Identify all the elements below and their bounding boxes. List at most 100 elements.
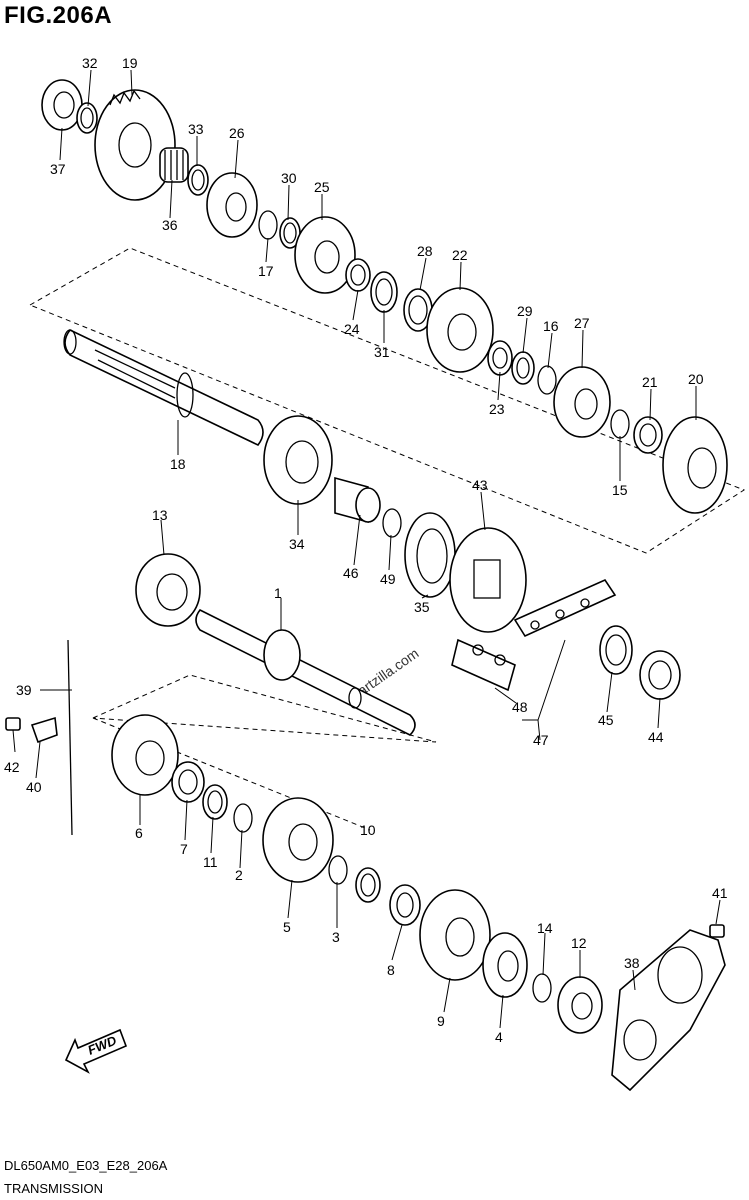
callout-28: 28 xyxy=(417,243,433,259)
part-10-washer xyxy=(355,867,381,903)
callout-15: 15 xyxy=(612,482,628,498)
callout-27: 27 xyxy=(574,315,590,331)
part-18-countershaft xyxy=(63,328,264,447)
callout-34: 34 xyxy=(289,536,305,552)
part-26-gear xyxy=(206,172,258,238)
part-5-gear xyxy=(262,797,334,883)
part-17-circlip xyxy=(258,210,278,240)
part-46-sleeve xyxy=(334,476,381,524)
part-8-bushing xyxy=(389,884,421,926)
part-22-gear xyxy=(426,287,494,373)
part-1-driveshaft xyxy=(195,608,416,736)
countershaft-group-box xyxy=(28,247,746,554)
part-13-bearing xyxy=(135,553,201,627)
fwd-arrow-icon: FWD xyxy=(64,1028,128,1074)
figure-subtitle: TRANSMISSION xyxy=(4,1181,103,1196)
callout-33: 33 xyxy=(188,121,204,137)
callout-17: 17 xyxy=(258,263,274,279)
callout-29: 29 xyxy=(517,303,533,319)
part-34-bearing xyxy=(263,415,333,505)
callout-47: 47 xyxy=(533,732,549,748)
part-43-sprocket xyxy=(449,527,527,633)
part-15-circlip xyxy=(610,409,630,439)
callout-22: 22 xyxy=(452,247,468,263)
part-25-gear xyxy=(294,216,356,294)
callout-13: 13 xyxy=(152,507,168,523)
callout-31: 31 xyxy=(374,344,390,360)
callout-49: 49 xyxy=(380,571,396,587)
part-36-needle-bearing xyxy=(159,147,189,183)
part-35-oil-seal xyxy=(404,512,456,598)
callout-44: 44 xyxy=(648,729,664,745)
callout-39: 39 xyxy=(16,682,32,698)
callout-40: 40 xyxy=(26,779,42,795)
part-41-bolt xyxy=(709,924,725,938)
callout-38: 38 xyxy=(624,955,640,971)
callout-16: 16 xyxy=(543,318,559,334)
part-12-bearing xyxy=(557,976,603,1034)
callouts: 1 2 3 4 5 6 7 8 9 10 11 12 13 14 15 16 1… xyxy=(4,55,728,1045)
callout-32: 32 xyxy=(82,55,98,71)
callout-25: 25 xyxy=(314,179,330,195)
callout-1: 1 xyxy=(274,585,282,601)
part-21-bushing xyxy=(633,416,663,454)
callout-30: 30 xyxy=(281,170,297,186)
callout-26: 26 xyxy=(229,125,245,141)
part-2-circlip xyxy=(233,803,253,833)
callout-23: 23 xyxy=(489,401,505,417)
callout-19: 19 xyxy=(122,55,138,71)
part-44-bushing xyxy=(639,650,681,700)
callout-36: 36 xyxy=(162,217,178,233)
callout-41: 41 xyxy=(712,885,728,901)
part-31-lock-washer xyxy=(370,271,398,313)
part-38-bearing-retainer xyxy=(611,929,726,1092)
part-37-bearing xyxy=(41,79,83,131)
part-33-washer xyxy=(187,164,209,196)
callout-46: 46 xyxy=(343,565,359,581)
part-48-master-link xyxy=(451,638,516,692)
callout-4: 4 xyxy=(495,1029,503,1045)
part-19-gear xyxy=(94,89,176,201)
figure-title: FIG.206A xyxy=(4,2,113,29)
part-47-chain xyxy=(513,578,617,638)
callout-45: 45 xyxy=(598,712,614,728)
callout-37: 37 xyxy=(50,161,66,177)
callout-8: 8 xyxy=(387,962,395,978)
callout-14: 14 xyxy=(537,920,553,936)
part-45-washer xyxy=(599,625,633,675)
part-27-gear xyxy=(553,366,611,438)
callout-2: 2 xyxy=(235,867,243,883)
part-49-o-ring xyxy=(382,508,402,538)
callout-21: 21 xyxy=(642,374,658,390)
part-16-circlip xyxy=(537,365,557,395)
callout-5: 5 xyxy=(283,919,291,935)
part-42-bolt xyxy=(5,717,21,731)
part-7-bushing xyxy=(171,761,205,803)
part-30-washer xyxy=(279,217,301,249)
part-24-bushing xyxy=(345,258,371,292)
part-3-circlip xyxy=(328,855,348,885)
callout-11: 11 xyxy=(203,854,218,870)
callout-24: 24 xyxy=(344,321,360,337)
callout-35: 35 xyxy=(414,599,430,615)
callout-3: 3 xyxy=(332,929,340,945)
callout-7: 7 xyxy=(180,841,188,857)
driveshaft-group-box xyxy=(92,674,437,743)
part-20-gear xyxy=(662,416,728,514)
part-11-washer xyxy=(202,784,228,820)
part-39-rod xyxy=(67,639,73,836)
part-29-washer xyxy=(511,351,535,385)
part-23-bushing xyxy=(487,340,513,376)
part-32-washer xyxy=(76,102,98,134)
callout-20: 20 xyxy=(688,371,704,387)
callout-12: 12 xyxy=(571,935,587,951)
callout-42: 42 xyxy=(4,759,20,775)
callout-48: 48 xyxy=(512,699,528,715)
part-6-gear xyxy=(111,714,179,796)
part-4-gear xyxy=(482,932,528,998)
callout-18: 18 xyxy=(170,456,186,472)
part-9-gear xyxy=(419,889,491,981)
callout-10: 10 xyxy=(360,822,376,838)
part-40-plate xyxy=(30,716,58,744)
